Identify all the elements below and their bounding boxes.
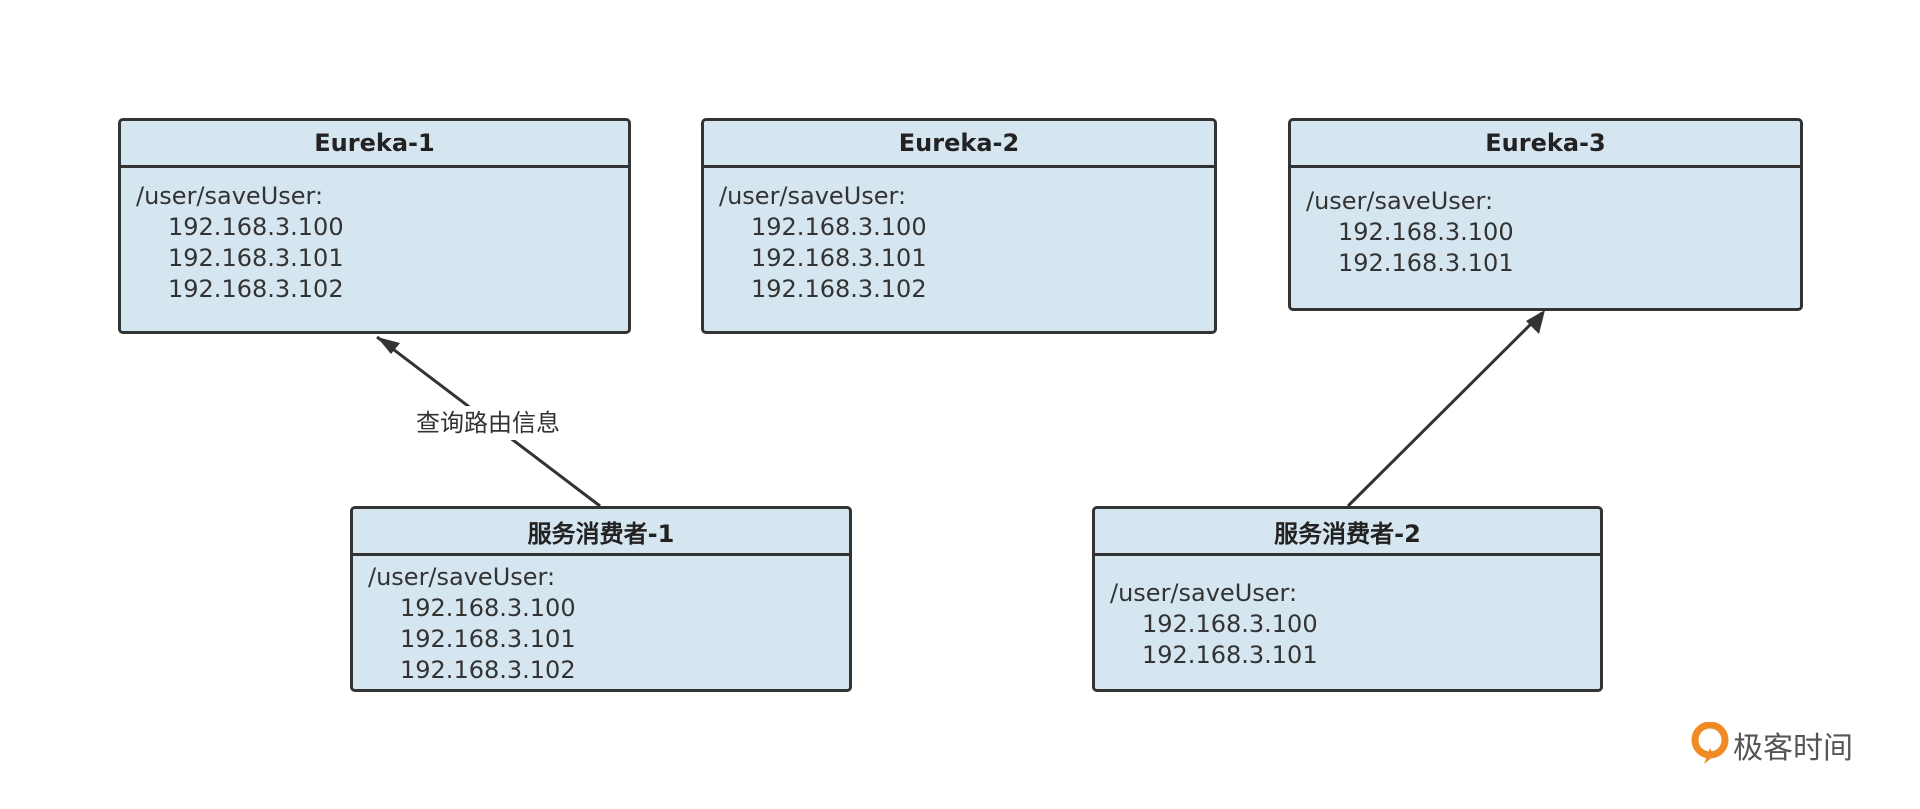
node-title: Eureka-3 [1291, 121, 1800, 168]
route-path: /user/saveUser: [1306, 187, 1494, 215]
ip-address: 192.168.3.100 [400, 594, 576, 622]
node-body: /user/saveUser: 192.168.3.100 192.168.3.… [704, 168, 1214, 305]
node-eureka-2: Eureka-2 /user/saveUser: 192.168.3.100 1… [701, 118, 1217, 334]
ip-address: 192.168.3.100 [1338, 218, 1514, 246]
route-path: /user/saveUser: [136, 182, 324, 210]
node-body: /user/saveUser: 192.168.3.100 192.168.3.… [1095, 556, 1600, 671]
edge-label-query-route: 查询路由信息 [412, 406, 564, 440]
ip-address: 192.168.3.102 [168, 275, 344, 303]
edge-consumer-2-to-eureka-3 [1346, 311, 1544, 508]
ip-address: 192.168.3.101 [400, 625, 576, 653]
route-path: /user/saveUser: [368, 563, 556, 591]
node-title: Eureka-1 [121, 121, 628, 168]
node-eureka-1: Eureka-1 /user/saveUser: 192.168.3.100 1… [118, 118, 631, 334]
ip-address: 192.168.3.101 [1142, 641, 1318, 669]
ip-address: 192.168.3.102 [400, 656, 576, 684]
arrowhead-eureka-3 [1526, 310, 1545, 334]
node-eureka-3: Eureka-3 /user/saveUser: 192.168.3.100 1… [1288, 118, 1803, 311]
ip-address: 192.168.3.102 [751, 275, 927, 303]
watermark: 极客时间 [1691, 722, 1853, 768]
arrowhead-eureka-1 [377, 337, 400, 354]
node-title: Eureka-2 [704, 121, 1214, 168]
node-service-consumer-2: 服务消费者-2 /user/saveUser: 192.168.3.100 19… [1092, 506, 1603, 692]
node-body: /user/saveUser: 192.168.3.100 192.168.3.… [121, 168, 628, 305]
ip-address: 192.168.3.100 [1142, 610, 1318, 638]
ip-address: 192.168.3.101 [751, 244, 927, 272]
node-service-consumer-1: 服务消费者-1 /user/saveUser: 192.168.3.100 19… [350, 506, 852, 692]
route-path: /user/saveUser: [1110, 579, 1298, 607]
watermark-text: 极客时间 [1733, 731, 1853, 766]
ip-address: 192.168.3.100 [168, 213, 344, 241]
ip-address: 192.168.3.100 [751, 213, 927, 241]
route-path: /user/saveUser: [719, 182, 907, 210]
geektime-logo-icon [1691, 722, 1729, 764]
ip-address: 192.168.3.101 [168, 244, 344, 272]
node-body: /user/saveUser: 192.168.3.100 192.168.3.… [353, 556, 849, 686]
ip-address: 192.168.3.101 [1338, 249, 1514, 277]
node-title: 服务消费者-1 [353, 509, 849, 556]
node-title: 服务消费者-2 [1095, 509, 1600, 556]
node-body: /user/saveUser: 192.168.3.100 192.168.3.… [1291, 168, 1800, 279]
